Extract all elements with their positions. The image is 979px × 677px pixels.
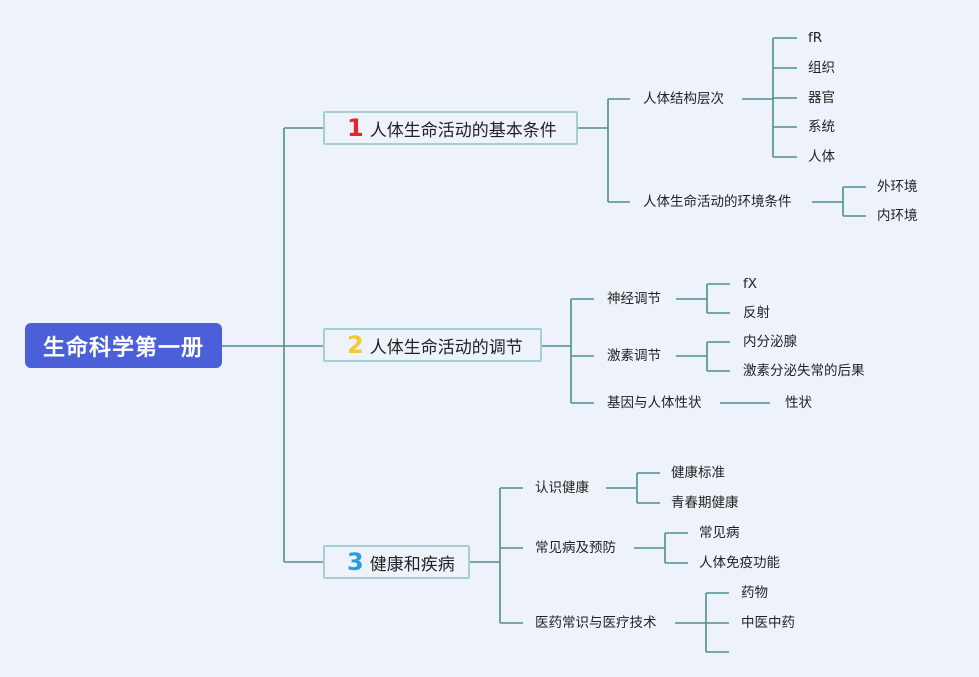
leaf-common-diseases[interactable]: 常见病 <box>699 525 740 541</box>
branch-3-number: 3 <box>347 548 364 576</box>
topic-understanding-health[interactable]: 认识健康 <box>535 480 589 496</box>
topic-hormone-regulation[interactable]: 激素调节 <box>607 348 661 364</box>
branch-1-label: 人体生命活动的基本条件 <box>369 120 557 141</box>
branch-1-number: 1 <box>347 114 364 142</box>
leaf-external-environment[interactable]: 外环境 <box>877 179 918 195</box>
leaf-immune-function[interactable]: 人体免疫功能 <box>699 555 780 571</box>
topic-medical-knowledge[interactable]: 医药常识与医疗技术 <box>535 615 657 631</box>
leaf-endocrine-glands[interactable]: 内分泌腺 <box>743 334 797 350</box>
leaf-chinese-medicine[interactable]: 中医中药 <box>741 615 795 631</box>
topic-environment-conditions[interactable]: 人体生命活动的环境条件 <box>643 194 792 210</box>
branch-3-node[interactable]: 3 健康和疾病 <box>323 545 470 579</box>
branch-1-node[interactable]: 1 人体生命活动的基本条件 <box>323 111 578 145</box>
leaf-organ[interactable]: 器官 <box>808 90 835 106</box>
topic-genes-traits[interactable]: 基因与人体性状 <box>607 395 702 411</box>
leaf-reflex[interactable]: 反射 <box>743 305 770 321</box>
branch-2-node[interactable]: 2 人体生命活动的调节 <box>323 328 542 362</box>
branch-2-label: 人体生命活动的调节 <box>369 337 523 358</box>
topic-common-diseases[interactable]: 常见病及预防 <box>535 540 616 556</box>
leaf-adolescent-health[interactable]: 青春期健康 <box>671 495 739 511</box>
topic-structure-levels[interactable]: 人体结构层次 <box>643 91 724 107</box>
leaf-health-standards[interactable]: 健康标准 <box>671 465 725 481</box>
branch-2-number: 2 <box>347 331 364 359</box>
leaf-hormone-disorder-effects[interactable]: 激素分泌失常的后果 <box>743 363 865 379</box>
leaf-fr[interactable]: fR <box>808 30 823 46</box>
leaf-medicine[interactable]: 药物 <box>741 585 768 601</box>
topic-neural-regulation[interactable]: 神经调节 <box>607 291 661 307</box>
leaf-system[interactable]: 系统 <box>808 119 835 135</box>
leaf-internal-environment[interactable]: 内环境 <box>877 208 918 224</box>
leaf-tissue[interactable]: 组织 <box>808 60 835 76</box>
leaf-human-body[interactable]: 人体 <box>808 149 835 165</box>
root-node[interactable]: 生命科学第一册 <box>25 323 222 368</box>
leaf-traits[interactable]: 性状 <box>785 395 812 411</box>
branch-3-label: 健康和疾病 <box>369 554 455 575</box>
leaf-fx[interactable]: fX <box>743 276 758 292</box>
